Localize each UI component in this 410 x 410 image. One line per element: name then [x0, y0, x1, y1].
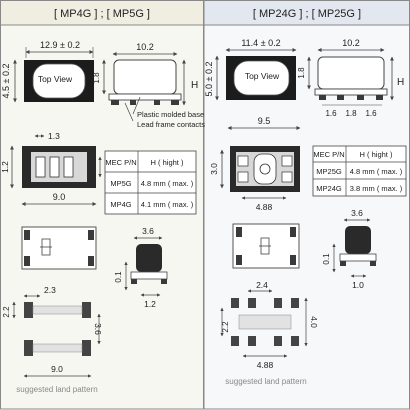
left-bottom-width: 9.0 [53, 192, 66, 202]
left-table-row2-pn: MP4G [110, 200, 131, 209]
left-table-row2-h: 4.1 mm ( max. ) [141, 200, 194, 209]
left-land-pattern: 2.3 2.2 3.6 9.0 suggested land pattern [2, 285, 103, 394]
right-top-view: 11.4 ± 0.2 Top View 5.0 ± 0.2 [204, 38, 297, 101]
right-table-header-pn: MEC P/N [313, 150, 344, 159]
right-land-width: 4.88 [257, 360, 274, 370]
right-internal-view [232, 223, 300, 269]
right-land-pad-w: 2.4 [256, 280, 268, 290]
left-land-width: 9.0 [51, 364, 63, 374]
left-internal-view [21, 226, 97, 270]
left-end-width: 3.6 [142, 226, 154, 236]
right-table-row2-h: 3.8 mm ( max. ) [350, 184, 403, 193]
right-bottom-width: 9.5 [258, 116, 271, 126]
right-dim-height: 5.0 ± 0.2 [204, 62, 214, 97]
right-lead-pitch-1: 1.6 [325, 109, 337, 118]
right-bottom-view: 9.5 3.0 4.88 [209, 116, 301, 212]
right-table: MEC P/N H ( hight ) MP25G 4.8 mm ( max. … [312, 145, 407, 197]
left-side-lead: 1.8 [92, 72, 101, 84]
right-bottom-inner: 4.88 [256, 202, 273, 212]
left-end-pad: 1.2 [144, 299, 156, 309]
left-side-h: H [191, 80, 198, 91]
left-top-view-label: Top View [38, 74, 73, 84]
left-table-row1-pn: MP5G [110, 179, 131, 188]
left-side-body [113, 59, 177, 95]
right-land-caption: suggested land pattern [225, 377, 306, 386]
left-bottom-view: 1.3 1.2 9.0 [0, 131, 102, 206]
left-table-header-h: H ( hight ) [151, 158, 184, 167]
right-side-h: H [397, 77, 404, 88]
left-side-width: 10.2 [136, 42, 154, 52]
left-dim-width: 12.9 ± 0.2 [40, 40, 80, 50]
right-end-view: 3.6 0.1 1.0 [322, 208, 377, 290]
right-top-view-label: Top View [245, 71, 280, 81]
right-end-width: 3.6 [351, 208, 363, 218]
left-land-gap: 3.6 [93, 323, 103, 335]
left-bottom-pitch: 1.3 [48, 131, 60, 141]
left-top-view: 12.9 ± 0.2 Top View 4.5 ± 0.2 [1, 40, 94, 103]
right-table-row1-pn: MP25G [316, 167, 342, 176]
left-table-row1-h: 4.8 mm ( max. ) [141, 179, 194, 188]
left-end-lead: 0.1 [114, 271, 123, 283]
left-dim-height: 4.5 ± 0.2 [1, 64, 11, 99]
right-land-pattern: 2.4 2.2 4.0 4.88 suggested land pattern [220, 280, 319, 386]
right-land-gap: 4.0 [309, 316, 319, 328]
left-panel-header [0, 0, 204, 26]
right-end-pad: 1.0 [352, 280, 364, 290]
right-lead-pitch-3: 1.6 [365, 109, 377, 118]
right-land-pad-h: 2.2 [221, 321, 230, 333]
right-table-row1-h: 4.8 mm ( max. ) [350, 167, 403, 176]
left-bottom-height: 1.2 [0, 161, 10, 173]
left-table-header-pn: MEC P/N [105, 158, 136, 167]
left-land-pad-w: 2.3 [44, 285, 56, 295]
right-bottom-height: 3.0 [209, 163, 219, 175]
left-table: MEC P/N H ( hight ) MP5G 4.8 mm ( max. )… [104, 150, 197, 215]
right-end-lead: 0.1 [322, 253, 331, 265]
right-header-title: [ MP24G ] ; [ MP25G ] [253, 8, 361, 20]
left-lead-note: Lead frame contacts [137, 120, 205, 129]
left-plastic-note: Plastic molded base [137, 110, 204, 119]
left-end-view: 3.6 0.1 1.2 [114, 226, 168, 309]
right-side-body [317, 56, 385, 90]
right-side-lead: 1.8 [297, 67, 306, 79]
right-side-view: 10.2 1.8 H 1.6 1.8 1.6 [297, 38, 404, 118]
left-land-caption: suggested land pattern [16, 385, 97, 394]
left-land-pad-h: 2.2 [2, 306, 11, 318]
right-table-header-h: H ( hight ) [360, 150, 393, 159]
left-side-view: 10.2 1.8 H Plastic molded base Lead fram… [92, 42, 205, 129]
left-header-title: [ MP4G ] ; [ MP5G ] [54, 8, 150, 20]
right-side-width: 10.2 [342, 38, 360, 48]
right-table-row2-pn: MP24G [316, 184, 342, 193]
right-dim-width: 11.4 ± 0.2 [241, 38, 280, 48]
right-lead-pitch-2: 1.8 [345, 109, 357, 118]
